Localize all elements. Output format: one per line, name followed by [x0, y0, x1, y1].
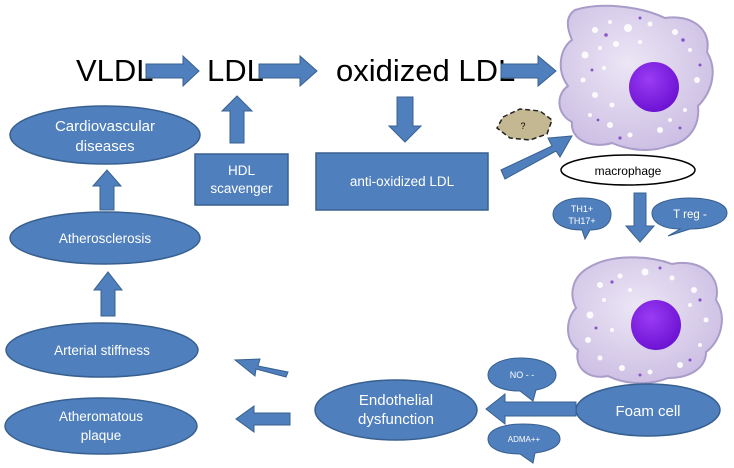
arrow-endothelial-to-plaque — [235, 405, 291, 433]
treg-label: T reg - — [673, 209, 707, 221]
adma-label: ADMA++ — [508, 435, 541, 444]
atherosclerosis-node — [9, 211, 201, 265]
vldl-label: VLDL — [76, 53, 154, 88]
no-label: NO - - — [510, 370, 535, 380]
arrow-athero-to-cardio — [91, 169, 123, 211]
atherosclerosis-label: Atherosclerosis — [59, 231, 152, 246]
arrow-oxidized-to-macrophage — [500, 54, 557, 88]
macrophage-label: macrophage — [595, 164, 662, 178]
arrow-endothelial-to-stiffness — [233, 358, 289, 378]
arrow-vldl-to-ldl — [145, 54, 200, 88]
atheromatous-line1: Atheromatous — [59, 409, 143, 424]
arrow-anti-to-macrophage — [500, 135, 573, 180]
hdl-scavenger-line2: scavenger — [210, 181, 273, 196]
unknown-factor-shape — [496, 108, 553, 141]
arrow-stiffness-to-athero — [92, 271, 124, 317]
oxidized-ldl-label: oxidized LDL — [336, 53, 515, 88]
th1-label: TH1+ — [571, 204, 593, 214]
arrow-foam-to-endothelial — [485, 392, 577, 426]
cardiovascular-line2: diseases — [75, 138, 134, 155]
no-callout — [487, 357, 557, 402]
arrow-oxidized-to-anti — [387, 96, 423, 143]
hdl-scavenger-line1: HDL — [228, 163, 255, 178]
foam-cell-label: Foam cell — [615, 403, 680, 420]
th17-label: TH17+ — [568, 216, 595, 226]
endothelial-line2: dysfunction — [358, 411, 434, 428]
arrow-hdl-to-ldl — [220, 95, 254, 144]
macrophage-cell-image — [558, 4, 714, 151]
cardiovascular-line1: Cardiovascular — [55, 118, 155, 135]
arrow-ldl-to-oxidized — [258, 54, 318, 88]
treg-callout — [651, 197, 728, 237]
foam-cell-image — [567, 256, 723, 384]
th-callout — [552, 197, 612, 241]
arrow-macrophage-to-foam — [624, 192, 656, 243]
arterial-stiffness-node — [5, 322, 199, 378]
atheromatous-plaque-node — [4, 397, 198, 455]
adma-callout — [487, 423, 561, 464]
endothelial-line1: Endothelial — [359, 392, 433, 409]
anti-oxidized-ldl-label: anti-oxidized LDL — [350, 174, 455, 189]
ldl-label: LDL — [207, 53, 264, 88]
anti-oxidized-ldl-box — [315, 152, 489, 211]
arterial-stiffness-label: Arterial stiffness — [54, 343, 150, 358]
atheromatous-line2: plaque — [81, 428, 122, 443]
hdl-scavenger-box — [194, 153, 289, 206]
endothelial-dysfunction-node — [314, 379, 478, 441]
cardiovascular-diseases-node — [9, 105, 201, 165]
macrophage-label-ellipse — [560, 154, 696, 186]
unknown-factor-label: ? — [520, 121, 525, 131]
